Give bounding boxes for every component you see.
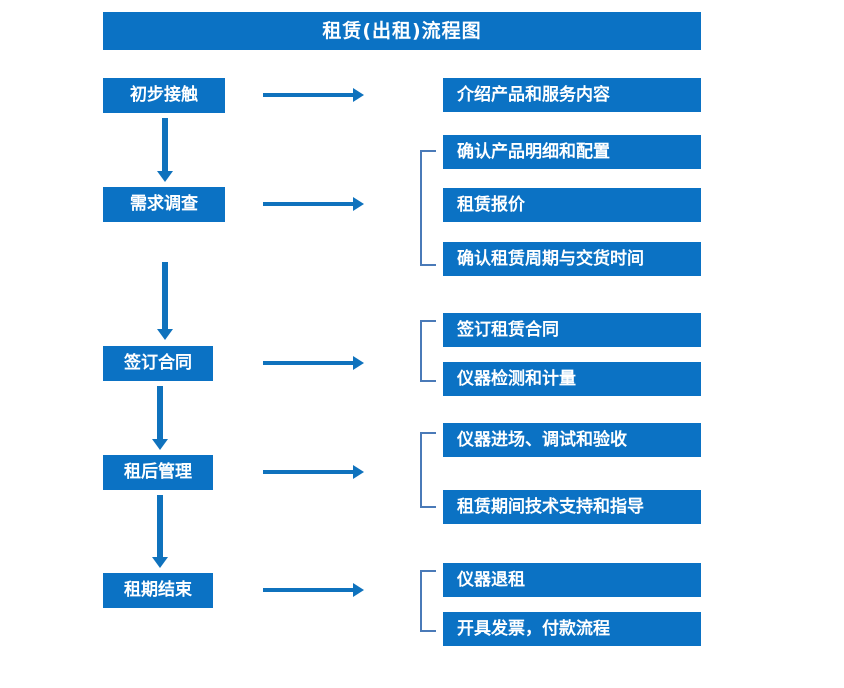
detail-node-label: 介绍产品和服务内容 xyxy=(457,84,610,105)
detail-node-3[interactable]: 租赁报价 xyxy=(443,188,701,222)
right-arrow-icon-5 xyxy=(263,583,364,597)
stage-node-label: 租后管理 xyxy=(124,462,192,482)
arrow-shaft xyxy=(263,588,353,592)
detail-node-9[interactable]: 仪器退租 xyxy=(443,563,701,597)
detail-node-7[interactable]: 仪器进场、调试和验收 xyxy=(443,423,701,457)
arrow-head xyxy=(353,583,364,597)
detail-node-label: 租赁期间技术支持和指导 xyxy=(457,496,644,517)
arrow-head xyxy=(157,171,173,182)
stage-node-label: 初步接触 xyxy=(130,85,198,105)
down-arrow-icon-1 xyxy=(157,118,173,182)
detail-node-label: 开具发票，付款流程 xyxy=(457,618,610,639)
arrow-shaft xyxy=(162,262,168,329)
detail-node-4[interactable]: 确认租赁周期与交货时间 xyxy=(443,242,701,276)
arrow-head xyxy=(353,88,364,102)
stage-node-label: 租期结束 xyxy=(124,580,192,600)
arrow-shaft xyxy=(263,470,353,474)
right-arrow-icon-1 xyxy=(263,88,364,102)
arrow-head xyxy=(353,356,364,370)
arrow-head xyxy=(152,439,168,450)
group-bracket-2 xyxy=(420,320,436,382)
right-arrow-icon-3 xyxy=(263,356,364,370)
group-bracket-4 xyxy=(420,570,436,632)
down-arrow-icon-2 xyxy=(157,262,173,340)
detail-node-6[interactable]: 仪器检测和计量 xyxy=(443,362,701,396)
arrow-shaft xyxy=(157,495,163,557)
detail-node-label: 仪器进场、调试和验收 xyxy=(457,429,627,450)
detail-node-5[interactable]: 签订租赁合同 xyxy=(443,313,701,347)
chart-title: 租赁(出租)流程图 xyxy=(322,19,482,42)
detail-node-2[interactable]: 确认产品明细和配置 xyxy=(443,135,701,169)
arrow-head xyxy=(353,465,364,479)
arrow-shaft xyxy=(162,118,168,171)
stage-node-4[interactable]: 租后管理 xyxy=(103,455,213,490)
arrow-head xyxy=(353,197,364,211)
stage-node-5[interactable]: 租期结束 xyxy=(103,573,213,608)
arrow-shaft xyxy=(263,361,353,365)
arrow-head xyxy=(157,329,173,340)
arrow-shaft xyxy=(263,93,353,97)
group-bracket-1 xyxy=(420,150,436,266)
detail-node-1[interactable]: 介绍产品和服务内容 xyxy=(443,78,701,112)
arrow-shaft xyxy=(157,386,163,439)
stage-node-label: 签订合同 xyxy=(124,353,192,373)
detail-node-label: 仪器检测和计量 xyxy=(457,368,576,389)
arrow-shaft xyxy=(263,202,353,206)
right-arrow-icon-4 xyxy=(263,465,364,479)
arrow-head xyxy=(152,557,168,568)
detail-node-label: 租赁报价 xyxy=(457,194,525,215)
right-arrow-icon-2 xyxy=(263,197,364,211)
detail-node-label: 签订租赁合同 xyxy=(457,319,559,340)
group-bracket-3 xyxy=(420,432,436,508)
detail-node-label: 确认租赁周期与交货时间 xyxy=(457,248,644,269)
stage-node-1[interactable]: 初步接触 xyxy=(103,78,225,113)
down-arrow-icon-4 xyxy=(152,495,168,568)
detail-node-label: 仪器退租 xyxy=(457,569,525,590)
stage-node-3[interactable]: 签订合同 xyxy=(103,346,213,381)
stage-node-label: 需求调查 xyxy=(130,194,198,214)
detail-node-10[interactable]: 开具发票，付款流程 xyxy=(443,612,701,646)
detail-node-label: 确认产品明细和配置 xyxy=(457,141,610,162)
stage-node-2[interactable]: 需求调查 xyxy=(103,187,225,222)
detail-node-8[interactable]: 租赁期间技术支持和指导 xyxy=(443,490,701,524)
down-arrow-icon-3 xyxy=(152,386,168,450)
chart-title-bar: 租赁(出租)流程图 xyxy=(103,12,701,50)
